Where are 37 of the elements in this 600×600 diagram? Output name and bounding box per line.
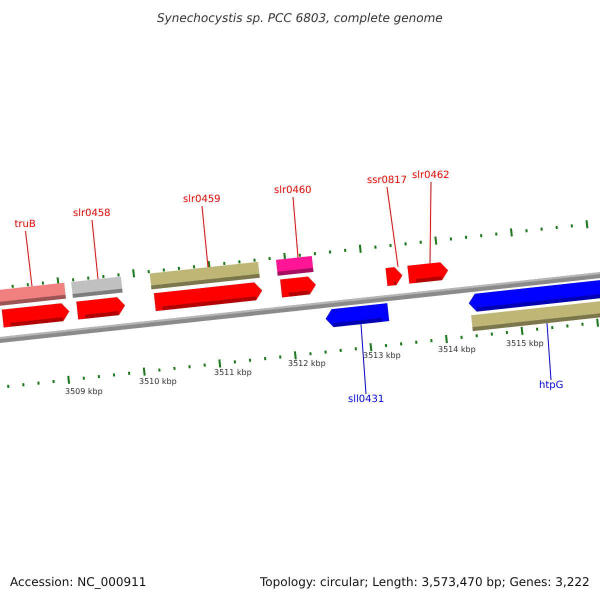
footer-text: Topology: circular; Length: 3,573,470 bp; Genes: 3,222	[260, 576, 590, 588]
diagram-title: Synechocystis sp. PCC 6803, complete genome	[157, 12, 443, 24]
gene-label: slr0458	[73, 208, 111, 220]
leader-line	[92, 220, 98, 280]
footer-text: Accession: NC_000911	[10, 576, 146, 588]
feature-bar	[150, 262, 260, 290]
gene-feature	[386, 267, 402, 286]
leader-line	[386, 186, 398, 268]
gene-label: ssr0817	[367, 175, 407, 187]
scale-label: 3513 kbp	[363, 350, 401, 362]
feature-bar	[0, 282, 66, 306]
gene-feature	[2, 303, 70, 328]
gene-feature	[154, 282, 262, 312]
scale-label: 3514 kbp	[438, 344, 476, 356]
leader-line	[430, 182, 432, 264]
gene-feature	[280, 276, 316, 298]
scale-label: 3512 kbp	[288, 358, 326, 370]
leader-line	[25, 230, 32, 287]
gene-label: slr0459	[183, 194, 221, 206]
gene-feature	[326, 303, 390, 328]
feature-bar	[71, 276, 123, 298]
scale-label: 3509 kbp	[65, 386, 103, 398]
scale-label: 3515 kbp	[506, 338, 544, 350]
leader-line	[546, 322, 552, 380]
gene-feature	[407, 262, 448, 284]
scale-label: 3510 kbp	[139, 376, 177, 388]
leader-line	[292, 196, 298, 258]
feature-bar	[276, 256, 314, 276]
gene-label: slr0462	[412, 170, 450, 182]
leader-line	[360, 324, 366, 394]
scale-label: 3511 kbp	[214, 367, 252, 379]
gene-feature	[76, 297, 125, 320]
leader-line	[202, 206, 208, 268]
gene-label: sll0431	[348, 394, 384, 406]
gene-label: truB	[14, 219, 36, 231]
gene-label: htpG	[539, 380, 564, 392]
gene-label: slr0460	[274, 185, 312, 197]
